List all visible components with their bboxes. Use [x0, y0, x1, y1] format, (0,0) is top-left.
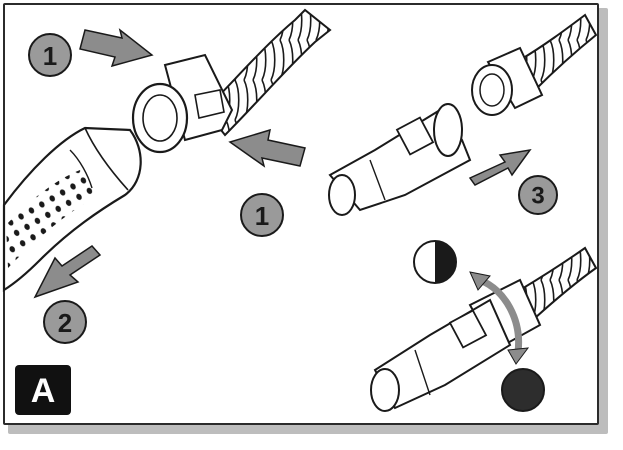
corrugated-hose-right: [518, 13, 598, 92]
figure-label: A: [15, 365, 71, 415]
hose-top-left: [131, 8, 332, 154]
adapter-narrow-end: [328, 174, 356, 216]
corrugated-hose-bottom: [518, 246, 598, 320]
step-badge-1-top: 1: [28, 33, 72, 77]
arrow-remove: [33, 245, 102, 299]
arrow-insert-right: [228, 128, 306, 168]
adapter-step-line-bottom: [414, 349, 431, 396]
step-badge-3: 3: [518, 175, 558, 215]
adapter-latch-window-bottom: [448, 309, 488, 349]
step-badge-2: 2: [43, 300, 87, 344]
handle-grip-texture: [6, 170, 96, 268]
step-number: 3: [531, 183, 544, 210]
filled-circle-icon: [501, 368, 545, 412]
hose-top-right: [471, 13, 598, 116]
reduction-adapter: [328, 103, 472, 216]
connector-inner-ring-right: [479, 73, 505, 107]
rotation-arrow-shaft: [478, 276, 523, 353]
connector-inner-ring: [142, 94, 178, 142]
figure-letter: A: [31, 372, 56, 410]
appliance-handle: [2, 126, 142, 292]
adapter-step-line: [369, 159, 386, 201]
step-number: 1: [43, 41, 57, 71]
arrow-insert-top: [79, 28, 154, 68]
adapter-wide-end: [433, 103, 463, 157]
adapter-narrow-end-bottom: [370, 368, 400, 412]
rotation-arrow-head-top: [469, 271, 491, 291]
half-filled-circle-icon: [413, 240, 457, 284]
handle-seam: [84, 127, 129, 191]
adapter-latch-window: [395, 116, 435, 156]
step-number: 2: [58, 308, 72, 338]
hose-bottom-right: [370, 246, 598, 412]
connector-latch: [194, 89, 225, 119]
arrow-adapter: [468, 148, 532, 186]
rotation-arrow-head-bottom: [507, 347, 530, 365]
step-number: 1: [255, 201, 269, 231]
handle-seam-inner: [69, 149, 93, 189]
step-badge-1-middle: 1: [240, 193, 284, 237]
corrugated-hose: [203, 8, 332, 137]
